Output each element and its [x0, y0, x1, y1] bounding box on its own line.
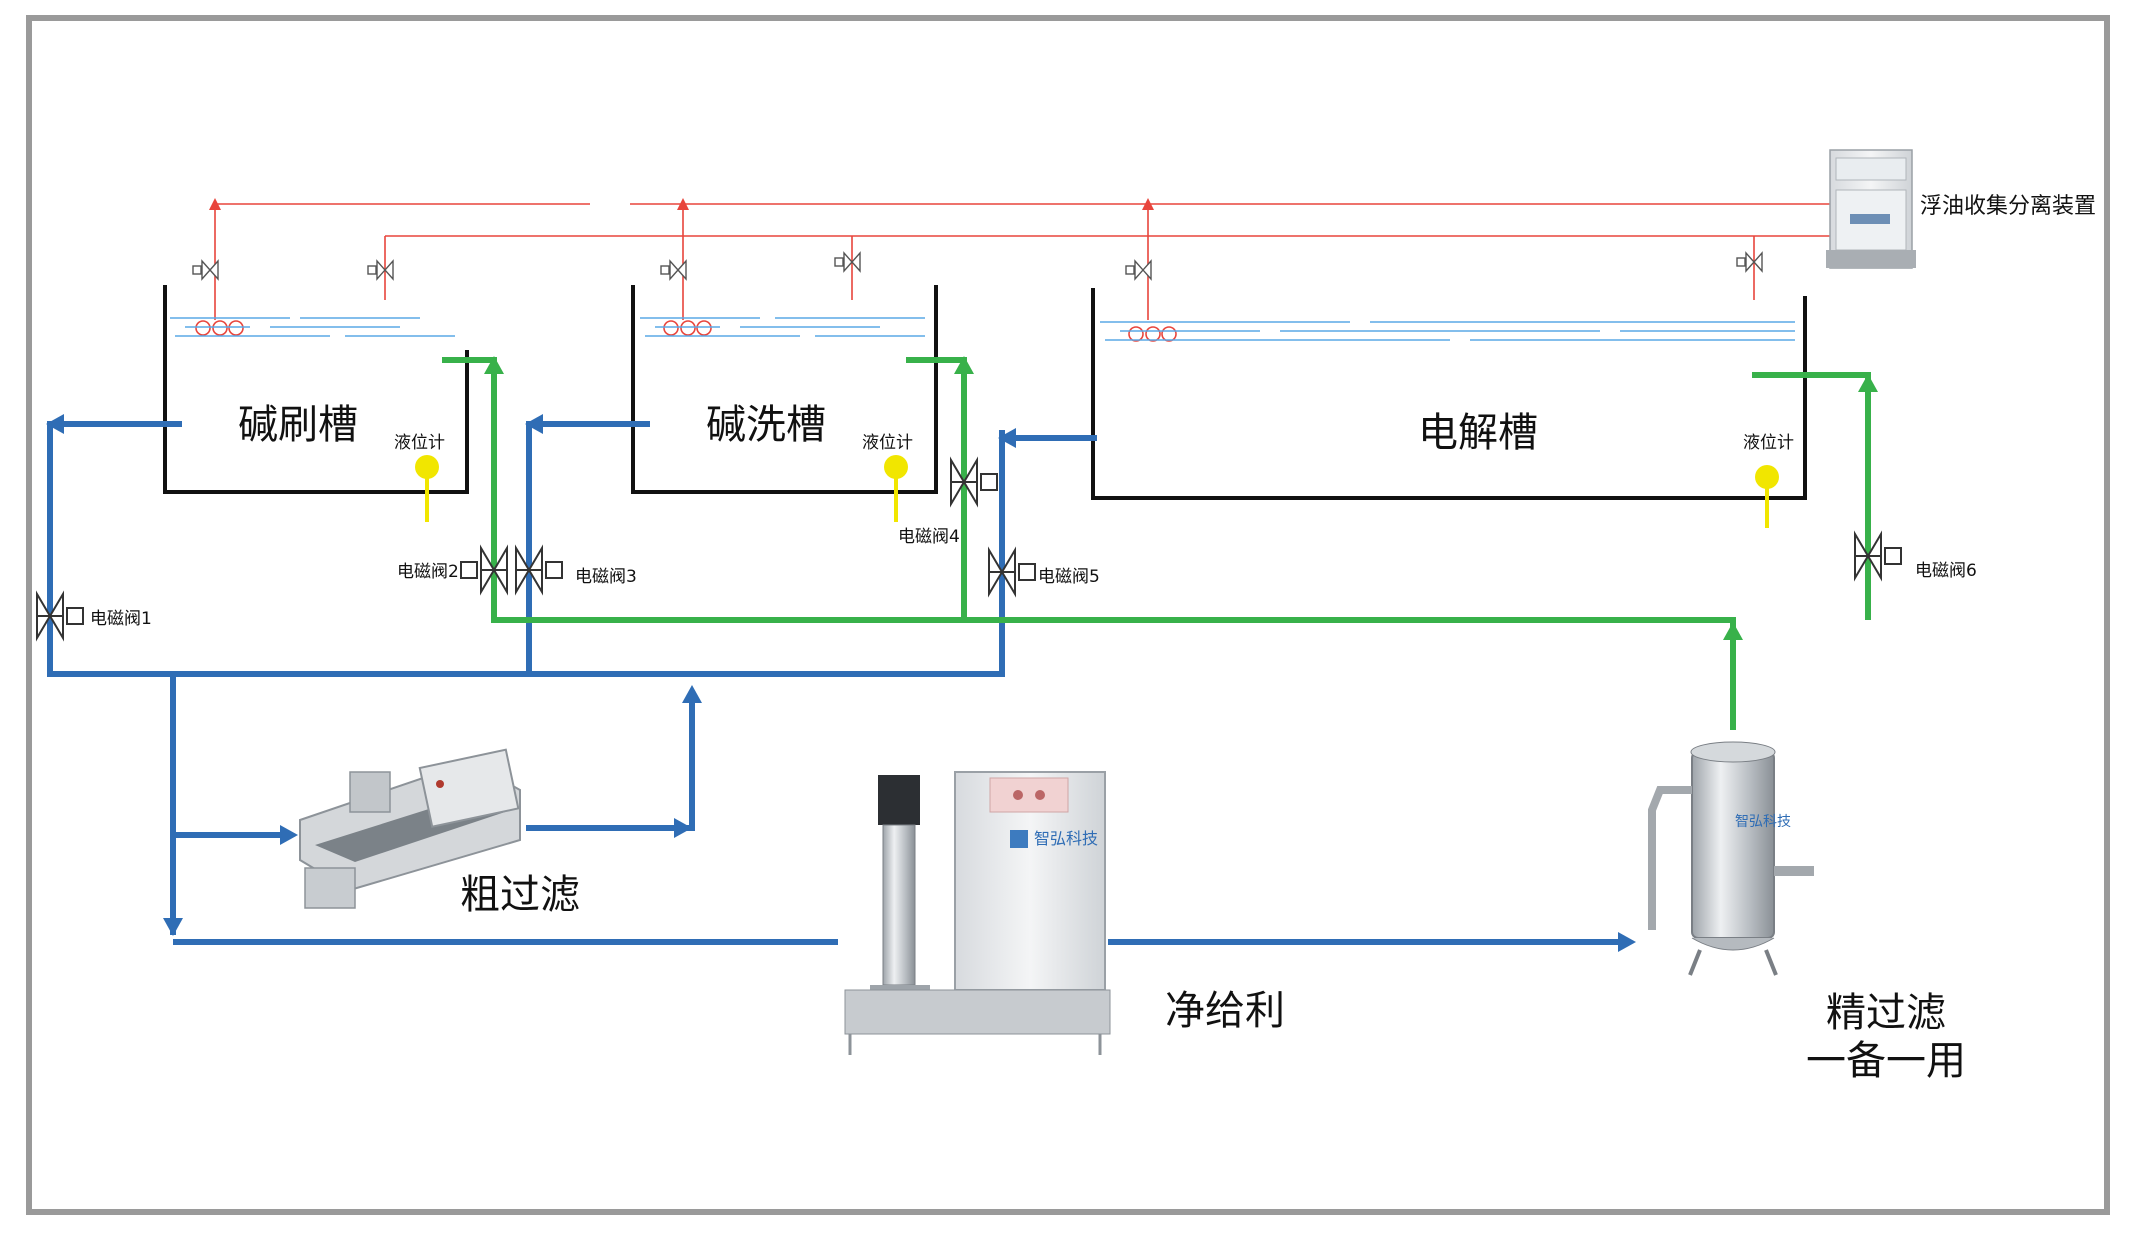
- skimmer-valves: [192, 251, 1763, 281]
- oil-collection-lines: [214, 203, 1830, 320]
- oil-separator-device: [1826, 149, 1916, 269]
- valve-label-4: 电磁阀4: [898, 527, 960, 547]
- tank-alkali-brush: [163, 285, 469, 494]
- level-gauge-label-2: 液位计: [862, 433, 913, 453]
- main-unit: [844, 771, 1111, 1055]
- tank-electrolysis-label: 电解槽: [1418, 410, 1538, 456]
- tank-electrolysis: [1091, 288, 1807, 500]
- solenoid-valves: [36, 456, 1902, 642]
- fine-filter-label: 精过滤: [1826, 990, 1946, 1036]
- coarse-filter-machine: [299, 748, 521, 909]
- level-gauge-label-1: 液位计: [394, 433, 445, 453]
- level-gauge-label-3: 液位计: [1743, 433, 1794, 453]
- main-unit-brand: 智弘科技: [1034, 829, 1098, 848]
- valve-label-6: 电磁阀6: [1915, 561, 1977, 581]
- valve-label-1: 电磁阀1: [90, 609, 152, 629]
- drain-pipes: [47, 421, 1620, 945]
- valve-label-3: 电磁阀3: [575, 567, 637, 587]
- tank-alkali-wash-label: 碱洗槽: [706, 402, 826, 448]
- coarse-filter-label: 粗过滤: [460, 872, 580, 918]
- oil-line-arrows: [209, 198, 1154, 210]
- fine-filter-brand: 智弘科技: [1735, 814, 1791, 830]
- main-unit-label: 净给利: [1165, 988, 1285, 1034]
- drain-arrows: [46, 414, 1636, 952]
- oil-separator-label: 浮油收集分离装置: [1920, 194, 2097, 219]
- tank-alkali-wash: [631, 285, 938, 494]
- tank-alkali-brush-label: 碱刷槽: [238, 402, 358, 448]
- return-arrows: [484, 356, 1878, 640]
- fine-filter-vessel: [1648, 741, 1814, 976]
- skimmer-floats: [195, 320, 1177, 342]
- fine-filter-sublabel: 一备一用: [1806, 1038, 1966, 1084]
- valve-label-5: 电磁阀5: [1038, 567, 1100, 587]
- level-gauges: [415, 455, 1779, 528]
- valve-label-2: 电磁阀2: [397, 562, 459, 582]
